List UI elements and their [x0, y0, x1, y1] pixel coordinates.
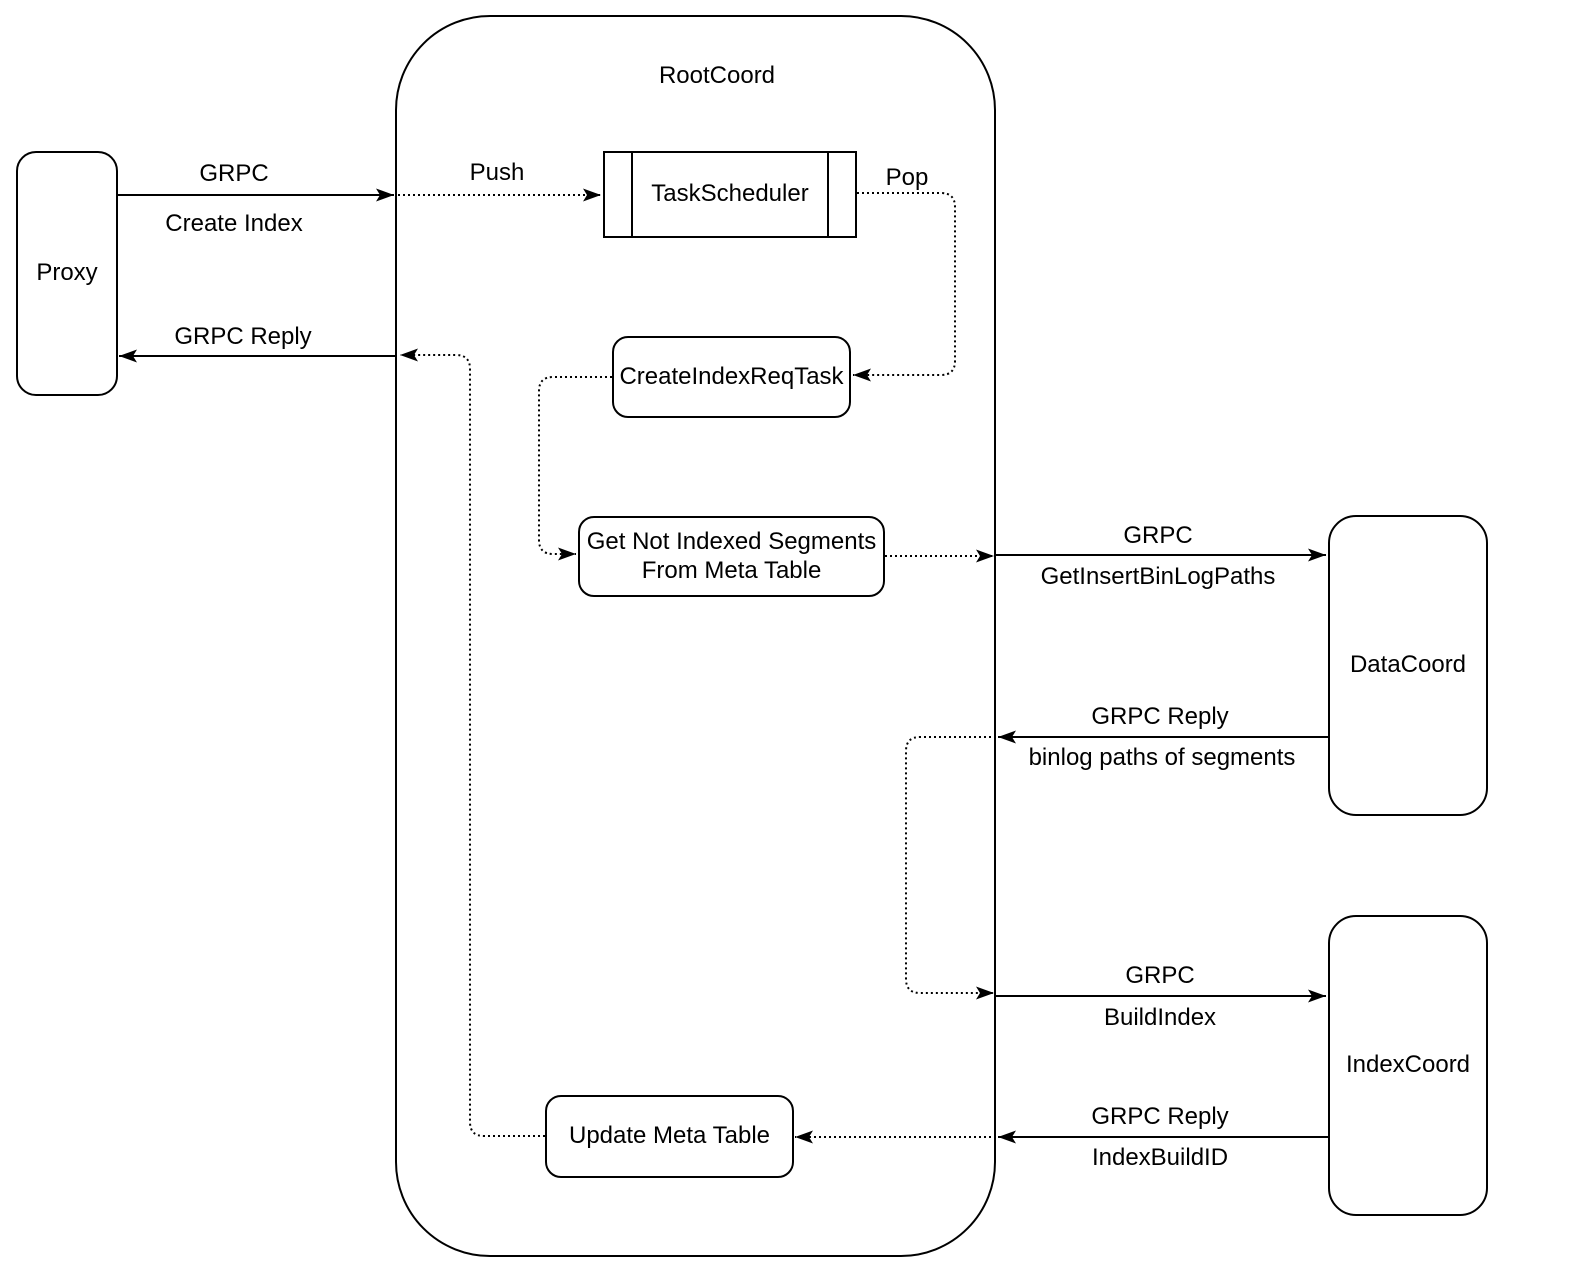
- edge-label-getinsert-1: GRPC: [1123, 522, 1193, 549]
- indexcoord-node: IndexCoord: [1328, 915, 1488, 1216]
- rootcoord-container: [395, 15, 996, 1257]
- edge-label-indexbuildid-1: GRPC Reply: [1091, 1103, 1229, 1130]
- edge-pop: [853, 192, 956, 382]
- create-index-req-task-node: CreateIndexReqTask: [612, 336, 851, 418]
- proxy-node: Proxy: [16, 151, 118, 396]
- task-scheduler-label: TaskScheduler: [651, 180, 809, 208]
- edge-label-getinsert-2: GetInsertBinLogPaths: [1040, 563, 1276, 590]
- update-meta-table-node: Update Meta Table: [545, 1095, 794, 1178]
- edge-update-meta-to-reply: [400, 348, 545, 1137]
- edge-task-to-get-segments: [538, 376, 612, 561]
- update-meta-table-label: Update Meta Table: [568, 1122, 771, 1150]
- edge-label-grpc-create-1: GRPC: [199, 160, 269, 187]
- edge-label-grpc-create-2: Create Index: [165, 210, 303, 237]
- rootcoord-title: RootCoord: [658, 62, 776, 89]
- edge-label-pop: Pop: [885, 164, 929, 191]
- edge-label-grpc-reply-proxy: GRPC Reply: [174, 323, 312, 350]
- create-index-req-task-label: CreateIndexReqTask: [619, 362, 844, 390]
- edge-label-binlog-reply-2: binlog paths of segments: [1028, 744, 1296, 771]
- edge-label-buildindex-2: BuildIndex: [1103, 1004, 1217, 1031]
- task-scheduler-left-bar: [631, 153, 633, 236]
- task-scheduler-node: TaskScheduler: [603, 151, 857, 238]
- edge-label-binlog-reply-1: GRPC Reply: [1091, 703, 1229, 730]
- get-not-indexed-segments-label: Get Not Indexed Segments From Meta Table: [586, 528, 877, 584]
- datacoord-node: DataCoord: [1328, 515, 1488, 816]
- edge-label-buildindex-1: GRPC: [1125, 962, 1195, 989]
- edge-label-push: Push: [469, 159, 525, 186]
- indexcoord-label: IndexCoord: [1345, 1051, 1471, 1079]
- proxy-label: Proxy: [36, 259, 98, 287]
- get-not-indexed-segments-node: Get Not Indexed Segments From Meta Table: [578, 516, 885, 597]
- edge-binlog-reply-to-buildindex: [905, 736, 996, 1000]
- edge-label-indexbuildid-2: IndexBuildID: [1091, 1144, 1229, 1171]
- task-scheduler-right-bar: [827, 153, 829, 236]
- datacoord-label: DataCoord: [1349, 651, 1467, 679]
